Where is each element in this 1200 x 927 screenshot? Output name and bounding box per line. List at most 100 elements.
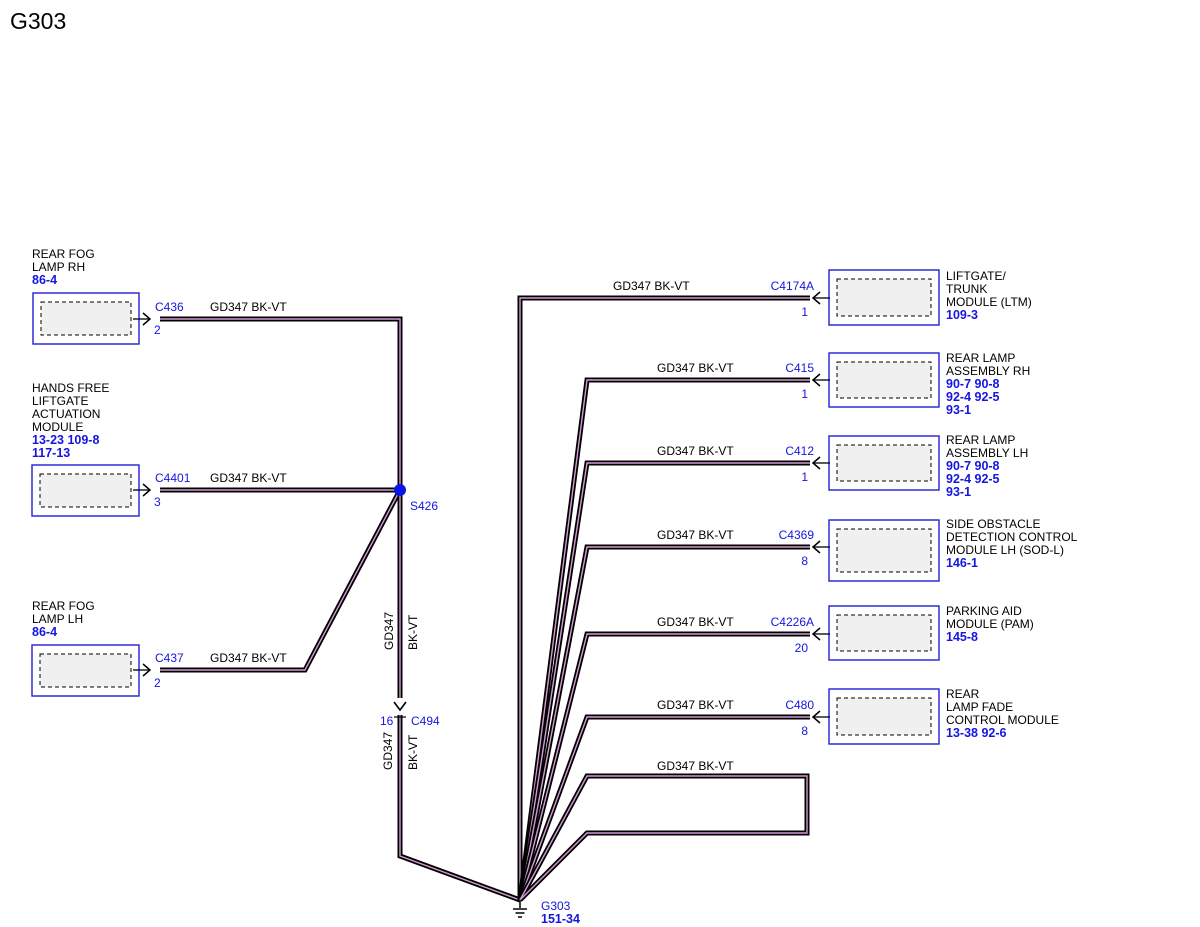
connector-rear-fog-lamp-rh: C436	[155, 300, 184, 314]
wire-rear-fog-lamp-lh	[160, 488, 403, 673]
component-name-rear-fog-lamp-lh: LAMP LH	[32, 612, 83, 626]
component-name-sod-l: DETECTION CONTROL	[946, 530, 1078, 544]
wire-rear-lamp-lh-core	[519, 462, 810, 901]
inline-connector-pin: 16	[380, 714, 394, 728]
component-box-fade-module-inner	[836, 697, 932, 736]
lower-wire-color: BK-VT	[406, 734, 420, 770]
component-name-fade-module: CONTROL MODULE	[946, 713, 1059, 727]
component-box-hands-free-liftgate-inner	[39, 473, 132, 508]
component-ref-sod-l: 146-1	[946, 556, 978, 570]
arrow-rear-fog-lamp-rh	[142, 312, 152, 326]
wire-ltm	[517, 295, 810, 900]
component-name-rear-fog-lamp-lh: REAR FOG	[32, 599, 95, 613]
wire-label-ltm: GD347 BK-VT	[613, 279, 690, 293]
component-name-ltm: LIFTGATE/	[946, 269, 1006, 283]
component-ref-rear-fog-lamp-lh: 86-4	[32, 625, 57, 639]
wire-label-fade-module: GD347 BK-VT	[657, 698, 734, 712]
wire-loop-core	[519, 775, 808, 901]
wire-loop	[517, 773, 810, 902]
component-name-rear-lamp-rh: REAR LAMP	[946, 351, 1015, 365]
component-ref-rear-fog-lamp-rh: 86-4	[32, 273, 57, 287]
component-ref-rear-lamp-lh: 93-1	[946, 485, 971, 499]
wire-label-rear-lamp-lh: GD347 BK-VT	[657, 444, 734, 458]
pin-rear-lamp-lh: 1	[801, 470, 808, 484]
wire-rear-fog-lamp-rh	[160, 316, 403, 490]
component-name-rear-fog-lamp-rh: REAR FOG	[32, 247, 95, 261]
component-ref-hands-free-liftgate: 13-23 109-8	[32, 433, 99, 447]
connector-rear-fog-lamp-lh: C437	[155, 651, 184, 665]
wire-label-hands-free-liftgate: GD347 BK-VT	[210, 471, 287, 485]
wire-c494-to-ground-core	[399, 715, 521, 901]
arrow-fade-module	[811, 710, 821, 724]
component-box-ltm-inner	[836, 278, 932, 317]
connector-fade-module: C480	[785, 698, 814, 712]
component-name-rear-fog-lamp-rh: LAMP RH	[32, 260, 85, 274]
arrow-rear-lamp-rh	[811, 373, 821, 387]
wire-label-rear-lamp-rh: GD347 BK-VT	[657, 361, 734, 375]
component-ref-rear-lamp-rh: 90-7 90-8	[946, 377, 1000, 391]
component-ref-pam: 145-8	[946, 630, 978, 644]
component-name-hands-free-liftgate: LIFTGATE	[32, 394, 88, 408]
trunk-wire-color: BK-VT	[406, 614, 420, 650]
component-name-ltm: MODULE (LTM)	[946, 295, 1032, 309]
component-box-pam-inner	[836, 614, 932, 652]
component-box-rear-fog-lamp-rh-inner	[40, 301, 132, 336]
arrow-pam	[811, 627, 821, 641]
wire-fade-module-core	[519, 716, 810, 901]
components-layer	[31, 269, 940, 745]
pin-hands-free-liftgate: 3	[154, 495, 161, 509]
component-ref-rear-lamp-lh: 92-4 92-5	[946, 472, 1000, 486]
component-name-hands-free-liftgate: MODULE	[32, 420, 83, 434]
page-title: G303	[10, 8, 67, 34]
component-name-fade-module: REAR	[946, 687, 980, 701]
component-box-rear-fog-lamp-lh-inner	[39, 653, 132, 688]
component-box-rear-lamp-rh-inner	[836, 361, 932, 399]
component-name-rear-lamp-rh: ASSEMBLY RH	[946, 364, 1030, 378]
component-ref-ltm: 109-3	[946, 308, 978, 322]
pin-rear-fog-lamp-rh: 2	[154, 323, 161, 337]
pin-rear-lamp-rh: 1	[801, 387, 808, 401]
connector-ltm: C4174A	[771, 279, 814, 293]
wire-rear-lamp-rh-core	[519, 379, 810, 901]
connector-hands-free-liftgate: C4401	[155, 471, 191, 485]
pin-sod-l: 8	[801, 554, 808, 568]
pin-rear-fog-lamp-lh: 2	[154, 676, 161, 690]
component-name-ltm: TRUNK	[946, 282, 987, 296]
ground-ref: 151-34	[541, 912, 580, 926]
component-box-sod-l-inner	[836, 528, 932, 573]
component-name-sod-l: SIDE OBSTACLE	[946, 517, 1040, 531]
ground-label: G303	[541, 899, 571, 913]
wire-fade-module	[517, 714, 810, 901]
arrow-sod-l	[811, 540, 821, 554]
component-ref-hands-free-liftgate: 117-13	[32, 446, 70, 460]
arrow-hands-free-liftgate	[142, 483, 152, 497]
wire-pam-core	[519, 633, 810, 901]
component-ref-rear-lamp-lh: 90-7 90-8	[946, 459, 1000, 473]
arrow-rear-fog-lamp-lh	[142, 663, 152, 677]
component-name-rear-lamp-lh: ASSEMBLY LH	[946, 446, 1028, 460]
component-name-hands-free-liftgate: HANDS FREE	[32, 381, 109, 395]
component-name-sod-l: MODULE LH (SOD-L)	[946, 543, 1064, 557]
component-name-hands-free-liftgate: ACTUATION	[32, 407, 100, 421]
component-ref-rear-lamp-rh: 93-1	[946, 403, 971, 417]
wire-rear-fog-lamp-lh-core	[160, 489, 401, 671]
connector-rear-lamp-lh: C412	[785, 444, 814, 458]
connector-pam: C4226A	[771, 615, 814, 629]
component-ref-rear-lamp-rh: 92-4 92-5	[946, 390, 1000, 404]
wire-label-rear-fog-lamp-rh: GD347 BK-VT	[210, 300, 287, 314]
component-box-rear-lamp-lh-inner	[836, 444, 932, 482]
wire-label-loop: GD347 BK-VT	[657, 759, 734, 773]
component-ref-fade-module: 13-38 92-6	[946, 726, 1007, 740]
wires-layer	[160, 295, 810, 903]
splice-label: S426	[410, 499, 438, 513]
component-name-pam: MODULE (PAM)	[946, 617, 1034, 631]
wire-label-pam: GD347 BK-VT	[657, 615, 734, 629]
trunk-wire-id: GD347	[382, 612, 396, 650]
wire-sod-l-core	[519, 546, 810, 901]
wire-rear-fog-lamp-rh-core	[160, 318, 401, 490]
component-name-rear-lamp-lh: REAR LAMP	[946, 433, 1015, 447]
lower-wire-id: GD347	[381, 732, 395, 770]
pin-ltm: 1	[801, 305, 808, 319]
